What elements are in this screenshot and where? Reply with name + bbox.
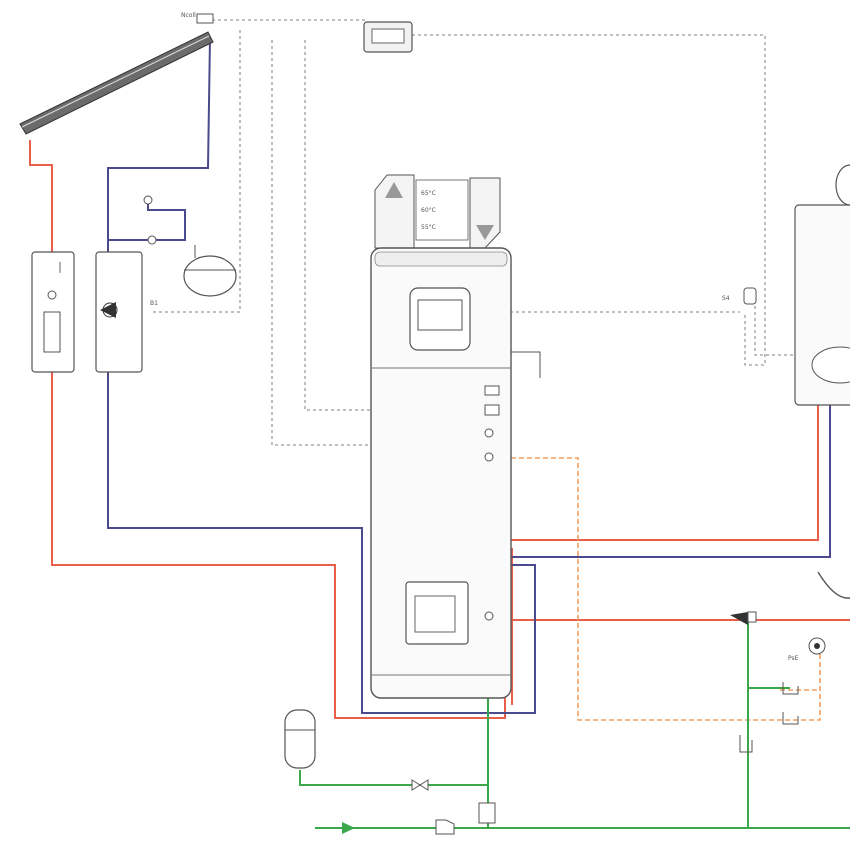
inlet-direction-arrow: [342, 822, 355, 834]
safety-group-icon: [478, 802, 496, 824]
basin-icon: [817, 571, 850, 599]
duct-collar: [415, 179, 469, 241]
heater-temp-3: 55°C: [421, 224, 436, 231]
heater-bus-cable-1: [271, 40, 372, 446]
outlet-arrow-icon: [476, 225, 494, 240]
collector-return-pipe: [107, 37, 536, 714]
mixing-valve-head: [747, 611, 757, 623]
solar-flow-station: ═══: [31, 251, 75, 373]
connection-port-1: [484, 428, 494, 438]
heater-top-plate: [374, 251, 508, 267]
collector-glass: [21, 35, 210, 128]
cold-water-fittings: [284, 709, 496, 835]
boiler-return-pipe: [510, 400, 831, 558]
pump-housing-icon: [102, 302, 118, 318]
heater-side-valve: [511, 351, 541, 378]
fill-valve-icon: [147, 235, 157, 245]
heater-display: [417, 299, 463, 331]
dhw-recirculation: [495, 457, 821, 721]
boiler-flow-pipe: [510, 405, 819, 541]
inlet-arrow-icon: [385, 182, 403, 198]
dhw-expansion-vessel: [284, 709, 316, 769]
controller-to-boiler-cable: [412, 34, 766, 366]
solar-station-sensor-label: B1: [150, 300, 158, 307]
solar-controller: [363, 21, 413, 53]
dhw-fixtures: PsE: [730, 571, 850, 753]
heater-lower-display: [414, 595, 456, 633]
boiler-sensor-cable: [754, 300, 800, 356]
tap-icon-1: [782, 682, 799, 695]
pump-station-body: [95, 251, 143, 373]
collector-panel: [19, 31, 214, 135]
flow-meter-icon: [43, 311, 61, 353]
sensor-well-2: [484, 404, 500, 416]
flow-valve-icon: [47, 290, 57, 300]
recirc-loop: [495, 457, 821, 721]
wall-boiler: S4: [722, 164, 850, 406]
connection-port-2: [484, 452, 494, 462]
solar-pump-station: B1: [95, 251, 158, 373]
heat-pump-water-heater: 65°C 60°C 55°C: [370, 174, 541, 699]
solar-pump-icon: [100, 302, 116, 318]
boiler-flue: [835, 164, 850, 206]
tap-icon-2: [782, 712, 799, 725]
mixing-valve-icon: [730, 612, 748, 625]
connection-port-3: [484, 611, 494, 621]
controller-display: [371, 28, 405, 44]
heater-temp-2: 60°C: [421, 207, 436, 214]
boiler-sensor-icon: [743, 287, 757, 305]
controller-drop-cable: [150, 30, 241, 313]
collector-sensor-icon: [196, 13, 214, 24]
return-lines: [107, 37, 831, 714]
expansion-branch: [108, 200, 186, 241]
boiler-panel: [811, 346, 850, 384]
recirc-pump-core: [814, 643, 820, 649]
check-valve-icon: [739, 735, 753, 753]
collector-sensor-label: Ncoll: [181, 12, 196, 19]
heater-temp-1: 65°C: [421, 190, 436, 197]
pressure-reducer-icon: [435, 819, 455, 835]
boiler-sensor-label: S4: [722, 295, 730, 302]
isolation-valve-icon: [411, 779, 429, 791]
solar-expansion-vessel: [143, 195, 237, 297]
expansion-vessel-body: [183, 255, 237, 297]
cold-expansion-branch: [299, 770, 488, 786]
filling-tag-label: PsE: [788, 655, 799, 662]
safety-valve-icon: [143, 195, 153, 205]
solar-collector: Ncoll: [19, 12, 214, 135]
sensor-well-1: [484, 385, 500, 396]
flow-station-text: ═══: [56, 261, 63, 273]
